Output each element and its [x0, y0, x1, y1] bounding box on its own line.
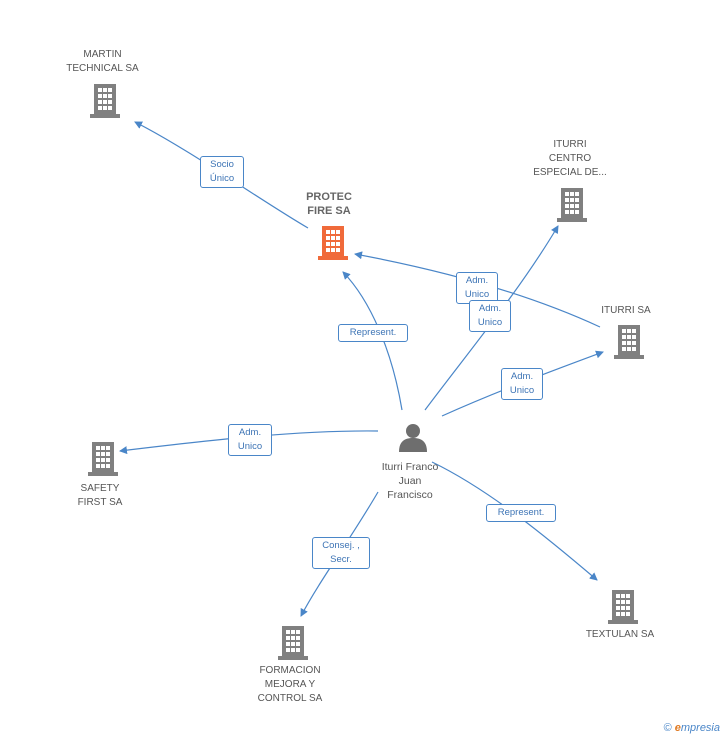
- building-icon-iturri-sa: [614, 325, 644, 359]
- building-icon-safety: [88, 442, 118, 476]
- node-label-formacion[interactable]: FORMACION MEJORA Y CONTROL SA: [257, 665, 323, 704]
- node-label-safety[interactable]: SAFETY FIRST SA: [77, 483, 123, 508]
- edge-label-adm-unico-protec[interactable]: Adm. Unico: [456, 272, 498, 304]
- building-icon-martin: [90, 84, 120, 118]
- edge-label-adm-unico-safety[interactable]: Adm. Unico: [228, 424, 272, 456]
- building-icon-textulan: [608, 590, 638, 624]
- edge-label-adm-unico-centro[interactable]: Adm. Unico: [469, 300, 511, 332]
- edge-label-socio-unico[interactable]: Socio Único: [200, 156, 244, 188]
- building-icon-iturri-centro: [557, 188, 587, 222]
- building-icon-formacion: [278, 626, 308, 660]
- person-icon: [399, 424, 427, 452]
- node-label-textulan[interactable]: TEXTULAN SA: [585, 629, 655, 640]
- brand-footer: © empresia: [664, 722, 720, 734]
- copyright-symbol: ©: [663, 722, 672, 734]
- brand-logo-e: e: [674, 722, 681, 734]
- edge-label-adm-unico-iturri[interactable]: Adm. Unico: [501, 368, 543, 400]
- building-icon-protec: [318, 226, 348, 260]
- brand-name: mpresia: [680, 722, 720, 734]
- edge-label-represent-protec[interactable]: Represent.: [338, 324, 408, 342]
- node-label-iturri-centro[interactable]: ITURRI CENTRO ESPECIAL DE...: [533, 139, 607, 178]
- node-label-martin[interactable]: MARTIN TECHNICAL SA: [66, 49, 139, 74]
- edge-label-consej-secr[interactable]: Consej. , Secr.: [312, 537, 370, 569]
- node-label-person[interactable]: Iturri Franco Juan Francisco: [381, 461, 439, 501]
- edge-label-represent-textulan[interactable]: Represent.: [486, 504, 556, 522]
- node-label-protec[interactable]: PROTEC FIRE SA: [306, 191, 352, 217]
- node-label-iturri-sa[interactable]: ITURRI SA: [601, 305, 651, 316]
